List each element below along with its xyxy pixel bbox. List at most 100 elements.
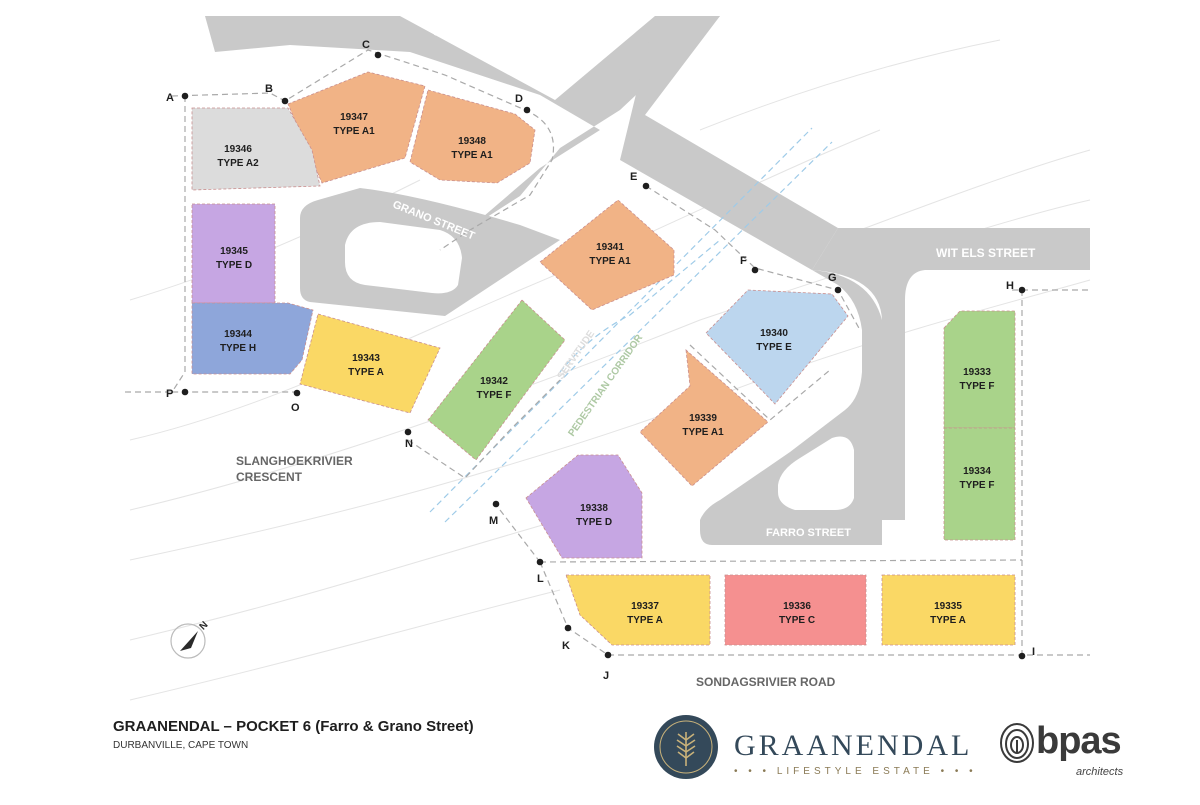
point-marker[interactable]	[564, 624, 572, 632]
plot-type: TYPE F	[476, 390, 511, 401]
point-marker[interactable]	[181, 92, 189, 100]
point-label: F	[740, 255, 747, 267]
plot-19344[interactable]	[191, 302, 314, 375]
plot-labels: 19347 TYPE A1 19348 TYPE A1 19346 TYPE A…	[216, 112, 995, 626]
plot-type: TYPE A1	[451, 150, 493, 161]
brand-name: GRAANENDAL	[734, 729, 973, 762]
plot-19334[interactable]	[943, 427, 1016, 541]
point-marker[interactable]	[834, 286, 842, 294]
point-marker[interactable]	[281, 97, 289, 105]
plot-type: TYPE E	[756, 342, 792, 353]
point-marker[interactable]	[523, 106, 531, 114]
plot-19337[interactable]	[565, 574, 711, 646]
point-label: L	[537, 573, 544, 585]
compass-ring	[170, 623, 206, 659]
plot-number: 19339	[689, 413, 717, 424]
point-label: B	[265, 83, 273, 95]
plot-19339[interactable]	[639, 349, 769, 487]
plot-number: 19345	[220, 246, 248, 257]
reference-points: A B C D E F G H I J K L M N O P	[166, 39, 1035, 682]
point-label: J	[603, 670, 609, 682]
plot-number: 19334	[963, 466, 991, 477]
north-compass: N	[170, 620, 211, 659]
fingerprint-icon	[1000, 723, 1034, 763]
point-marker[interactable]	[293, 389, 301, 397]
point-label: M	[489, 515, 498, 527]
plot-type: TYPE A	[930, 615, 966, 626]
plot-number: 19337	[631, 601, 659, 612]
terrain-contours	[129, 39, 1091, 701]
point-marker[interactable]	[1018, 652, 1026, 660]
point-marker[interactable]	[492, 500, 500, 508]
point-label: P	[166, 388, 173, 400]
plot-type: TYPE D	[216, 260, 252, 271]
wit-els-road-diag	[620, 16, 838, 270]
wit-els-road-east	[812, 228, 1090, 520]
plots	[191, 71, 1016, 646]
street-label-servitude: SERVITUDE	[555, 328, 597, 381]
plot-number: 19338	[580, 503, 608, 514]
street-label-slanghoekrivier: SLANGHOEKRIVIER	[236, 454, 353, 468]
map-title: GRAANENDAL – POCKET 6 (Farro & Grano Str…	[113, 718, 474, 735]
plot-number: 19333	[963, 367, 991, 378]
point-label: A	[166, 92, 174, 104]
plot-type: TYPE C	[779, 615, 815, 626]
plot-19343[interactable]	[299, 313, 441, 414]
plot-number: 19341	[596, 242, 624, 253]
farro-island	[778, 436, 854, 510]
point-marker[interactable]	[181, 388, 189, 396]
north-arrow-icon	[180, 631, 198, 651]
plot-type: TYPE H	[220, 343, 256, 354]
plot-number: 19335	[934, 601, 962, 612]
point-marker[interactable]	[374, 51, 382, 59]
boundary-lines	[125, 49, 1090, 656]
plot-number: 19336	[783, 601, 811, 612]
plot-type: TYPE A2	[217, 158, 259, 169]
map-subtitle: DURBANVILLE, CAPE TOWN	[113, 740, 249, 751]
compass-north-label: N	[198, 620, 211, 633]
grano-island	[345, 222, 462, 294]
point-marker[interactable]	[536, 558, 544, 566]
graanendal-logo-icon	[654, 715, 718, 779]
plot-19336[interactable]	[724, 574, 867, 646]
point-label: D	[515, 93, 523, 105]
plot-type: TYPE D	[576, 517, 612, 528]
brand-tagline: • • • LIFESTYLE ESTATE • • •	[734, 766, 977, 777]
plot-19335[interactable]	[881, 574, 1016, 646]
point-marker[interactable]	[1018, 286, 1026, 294]
point-label: C	[362, 39, 370, 51]
point-label: N	[405, 438, 413, 450]
plot-19342[interactable]	[427, 299, 566, 461]
architect-subtitle: architects	[1076, 766, 1124, 778]
roads	[205, 16, 1090, 545]
plot-number: 19344	[224, 329, 252, 340]
architect-logo: bpas	[1036, 720, 1122, 762]
plot-number: 19343	[352, 353, 380, 364]
plot-type: TYPE A1	[682, 427, 724, 438]
point-label: E	[630, 171, 637, 183]
street-label-wit-els: WIT ELS STREET	[936, 246, 1036, 260]
plot-19341[interactable]	[539, 199, 675, 311]
plot-19348[interactable]	[409, 89, 536, 184]
plot-type: TYPE F	[959, 381, 994, 392]
point-label: H	[1006, 280, 1014, 292]
plot-19338[interactable]	[525, 454, 643, 559]
plot-type: TYPE A1	[333, 126, 375, 137]
point-label: O	[291, 402, 300, 414]
plot-19340[interactable]	[705, 289, 849, 405]
street-label-farro: FARRO STREET	[766, 527, 851, 539]
plot-19346[interactable]	[191, 107, 321, 191]
street-label-sondagsrivier: SONDAGSRIVIER ROAD	[696, 675, 836, 689]
point-marker[interactable]	[404, 428, 412, 436]
point-marker[interactable]	[642, 182, 650, 190]
plot-type: TYPE F	[959, 480, 994, 491]
point-marker[interactable]	[751, 266, 759, 274]
point-marker[interactable]	[604, 651, 612, 659]
point-label: G	[828, 272, 837, 284]
plot-number: 19340	[760, 328, 788, 339]
plot-number: 19348	[458, 136, 486, 147]
plot-19333[interactable]	[943, 310, 1016, 429]
plot-number: 19346	[224, 144, 252, 155]
